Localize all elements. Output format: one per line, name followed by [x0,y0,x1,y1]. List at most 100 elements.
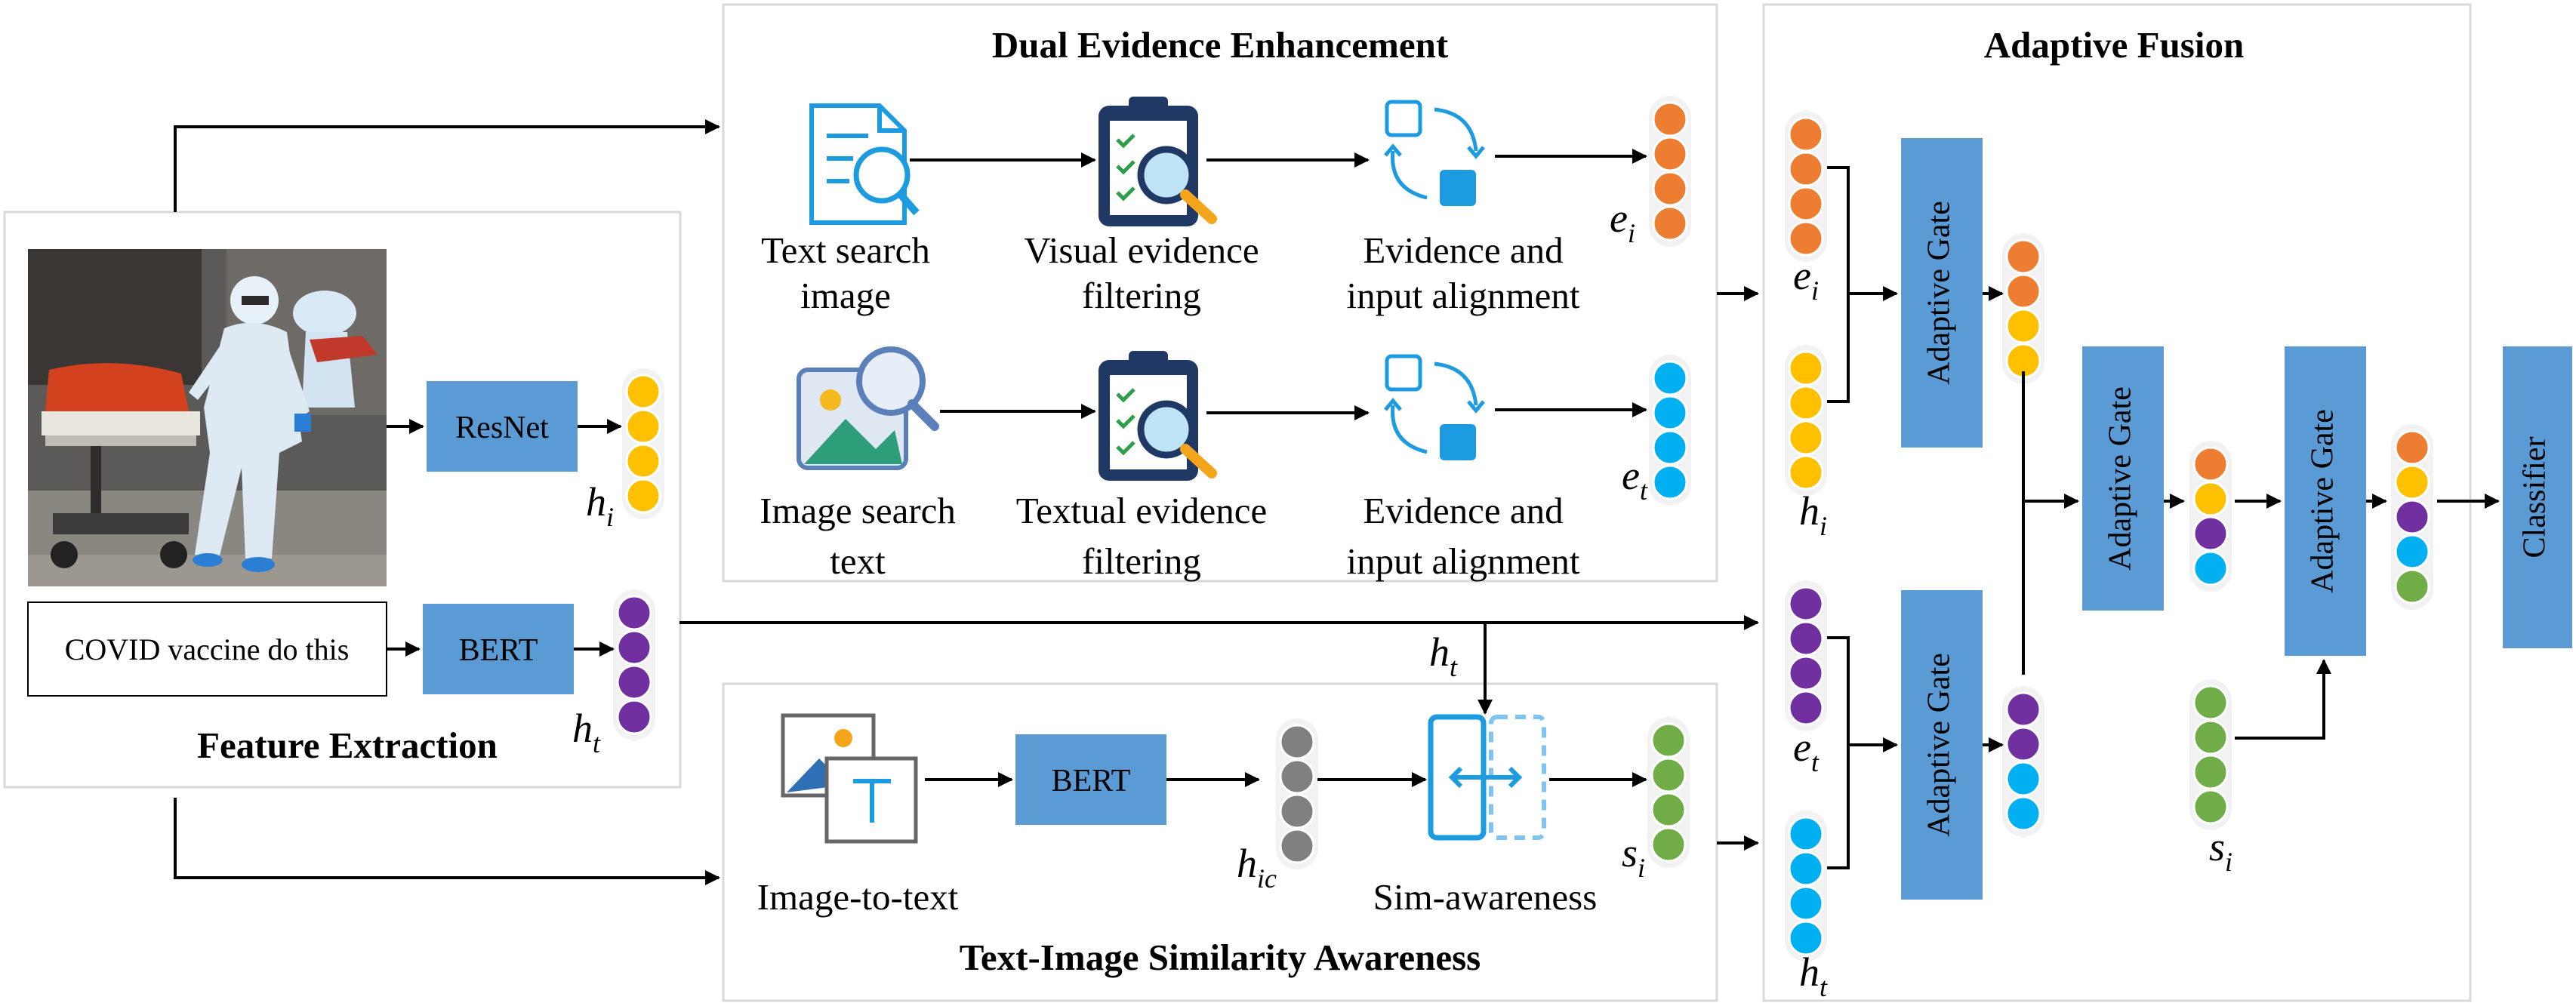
orange-token [1652,136,1688,172]
gray-token [1279,758,1315,795]
bert-caption-block [1015,734,1166,825]
bert-feature-label: BERT [459,633,538,668]
cyan-token [1788,920,1824,956]
e-i-evidence-stack [1649,96,1691,247]
fusion-h-i-label: hi [1799,488,1827,541]
orange-token [1652,205,1688,242]
textual-filter-label-2: filtering [1082,540,1201,582]
adaptive-gate-top [1901,138,1983,448]
cyan-token [1652,429,1688,466]
yellow-token [2192,481,2229,517]
fusion-e-t-stack [1785,811,1827,961]
alignment-icon-top [1384,100,1485,206]
adaptive-fusion-title: Adaptive Fusion [1984,24,2244,66]
visual-filter-icon [1098,97,1217,226]
image-search-text-icon [797,346,939,470]
h-ic-caption-stack [1276,718,1318,869]
adaptive-gate-final [2285,346,2366,656]
dual-evidence-panel [722,3,1718,583]
cyan-token [2192,550,2229,586]
purple-token [616,699,652,735]
yellow-token [625,478,661,514]
green-token [2192,719,2229,755]
yellow-token [625,408,661,445]
orange-token [1788,186,1824,222]
s-i-label: si [1622,830,1645,883]
gate-bottom-output-stack [2002,686,2044,837]
cyan-token [1652,464,1688,500]
purple-token [2394,499,2430,535]
yellow-token [1788,385,1824,421]
adaptive-gate-bottom [1901,590,1983,900]
align-top-label-2: input alignment [1347,275,1580,316]
gate-mid-output-stack [2189,441,2232,592]
green-token [2192,754,2229,790]
orange-token [2005,238,2041,275]
orange-token [1652,171,1688,207]
purple-token [2005,726,2041,762]
bert-caption-label: BERT [1052,764,1131,798]
yellow-token [1788,350,1824,386]
yellow-token [1788,420,1824,456]
yellow-token [625,374,661,410]
green-token [1650,722,1687,758]
h-t-feature-stack [613,589,655,740]
bert-feature-block [423,604,574,694]
cyan-token [1788,851,1824,887]
input-photo [28,249,387,586]
green-token [1650,757,1687,793]
align-bottom-label-2: input alignment [1347,540,1580,582]
text-search-image-label-1: Text search [761,229,930,271]
cyan-token [1652,395,1688,431]
purple-token [616,664,652,700]
adaptive-gate-final-label: Adaptive Gate [2306,409,2340,593]
green-token [2394,568,2430,605]
text-search-image-icon [809,103,920,225]
image-search-text-label-2: text [830,540,886,582]
adaptive-gate-bottom-label: Adaptive Gate [1922,653,1957,837]
yellow-token [2005,308,2041,344]
yellow-token [1788,454,1824,491]
orange-token [1788,220,1824,257]
green-token [2192,685,2229,721]
cyan-token [1652,360,1688,396]
green-token [1650,826,1687,863]
image-search-text-label-1: Image search [760,490,956,531]
purple-token [1788,690,1824,726]
input-text: COVID vaccine do this [65,632,350,666]
dual-evidence-title: Dual Evidence Enhancement [992,24,1449,66]
purple-token [1788,620,1824,657]
s-i-sim-stack [1647,717,1690,868]
adaptive-gate-mid-label: Adaptive Gate [2103,386,2138,571]
h-t-broadcast-label: ht [1429,629,1458,682]
cyan-token [2005,795,2041,832]
cyan-token [1788,816,1824,852]
image-to-text-label: Image-to-text [757,876,959,918]
resnet-block [427,381,578,472]
fusion-h-t-stack [1785,580,1827,731]
adaptive-gate-mid [2082,346,2164,611]
textual-filter-label-1: Textual evidence [1016,490,1268,531]
sim-awareness-icon [1428,714,1546,841]
classifier-block [2503,346,2572,648]
orange-token [1788,151,1824,187]
similarity-title: Text-Image Similarity Awareness [960,937,1481,978]
green-token [2192,789,2229,825]
purple-token [616,595,652,631]
sim-awareness-label: Sim-awareness [1373,876,1598,918]
feature-extraction-title: Feature Extraction [197,725,498,766]
s-i-fusion-stack [2189,679,2232,830]
gate-top-output-stack [2002,233,2044,384]
purple-token [1788,586,1824,622]
visual-filter-label-2: filtering [1082,275,1201,316]
cyan-token [2005,761,2041,797]
align-top-label-1: Evidence and [1363,229,1563,271]
resnet-label: ResNet [455,411,549,445]
orange-token [2192,446,2229,482]
green-token [1650,792,1687,828]
classifier-label: Classifier [2518,437,2553,558]
orange-token [2394,429,2430,466]
image-to-text-icon [781,713,918,844]
orange-token [1788,116,1824,152]
